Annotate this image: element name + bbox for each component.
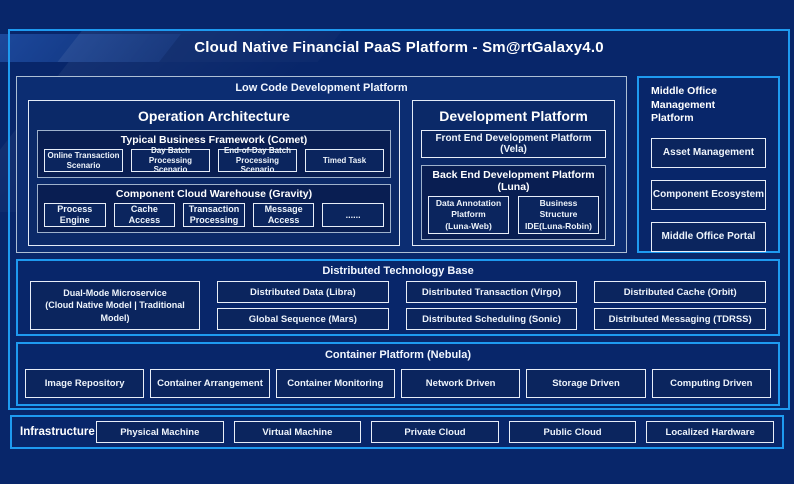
back-end-development-platform-group: Back End Development Platform (Luna) Dat…	[421, 165, 606, 240]
container-platform-label: Container Platform (Nebula)	[324, 349, 472, 361]
box-middle-office-portal: Middle Office Portal	[651, 221, 766, 252]
box-distributed-cache-orbit: Distributed Cache (Orbit)	[594, 281, 766, 303]
box-storage-driven: Storage Driven	[526, 369, 646, 398]
box-process-engine: Process Engine	[44, 203, 106, 227]
platform-frame: Cloud Native Financial PaaS Platform - S…	[8, 29, 790, 410]
box-online-transaction-scenario: Online Transaction Scenario	[44, 149, 123, 172]
box-message-access: Message Access	[252, 203, 315, 227]
box-distributed-scheduling-sonic: Distributed Scheduling (Sonic)	[405, 308, 578, 330]
distributed-items-grid: Distributed Data (Libra) Distributed Tra…	[217, 281, 766, 330]
box-ellipsis-more: ......	[322, 203, 384, 227]
typical-business-framework-group: Typical Business Framework (Comet) Onlin…	[37, 130, 391, 178]
box-transaction-processing: Transaction Processing	[183, 203, 245, 227]
distributed-technology-base-section: Distributed Technology Base Dual-Mode Mi…	[16, 259, 780, 336]
container-platform-section: Container Platform (Nebula) Image Reposi…	[16, 342, 780, 406]
development-platform-title: Development Platform	[439, 108, 588, 124]
middle-office-management-platform-section: Middle Office Management Platform Asset …	[637, 76, 780, 253]
framework-items: Online Transaction Scenario Day Batch Pr…	[44, 146, 384, 174]
box-component-ecosystem: Component Ecosystem	[651, 179, 766, 210]
box-timed-task: Timed Task	[305, 149, 384, 172]
box-business-structure-ide-luna-robin: Business Structure IDE(Luna-Robin)	[518, 196, 599, 234]
low-code-section-label: Low Code Development Platform	[235, 82, 408, 94]
box-distributed-messaging-tdrss: Distributed Messaging (TDRSS)	[594, 308, 766, 330]
box-image-repository: Image Repository	[25, 369, 145, 398]
box-front-end-development-platform-vela: Front End Development Platform (Vela)	[421, 130, 606, 158]
development-platform-panel: Development Platform Front End Developme…	[412, 100, 615, 246]
infrastructure-items: Physical Machine Virtual Machine Private…	[96, 421, 774, 443]
low-code-columns: Operation Architecture Typical Business …	[17, 94, 626, 246]
box-distributed-data-libra: Distributed Data (Libra)	[217, 281, 389, 303]
low-code-development-platform-section: Low Code Development Platform Operation …	[16, 76, 627, 253]
component-cloud-warehouse-label: Component Cloud Warehouse (Gravity)	[115, 188, 313, 200]
component-cloud-warehouse-group: Component Cloud Warehouse (Gravity) Proc…	[37, 184, 391, 233]
distributed-section-label: Distributed Technology Base	[322, 265, 474, 277]
box-container-monitoring: Container Monitoring	[275, 369, 395, 398]
back-end-development-platform-label: Back End Development Platform (Luna)	[432, 169, 595, 193]
box-global-sequence-mars: Global Sequence (Mars)	[217, 308, 389, 330]
distributed-body: Dual-Mode Microservice (Cloud Native Mod…	[18, 277, 778, 330]
operation-architecture-panel: Operation Architecture Typical Business …	[28, 100, 400, 246]
infrastructure-section: Infrastructure Physical Machine Virtual …	[10, 415, 784, 449]
box-cache-access: Cache Access	[113, 203, 176, 227]
box-private-cloud: Private Cloud	[371, 421, 499, 443]
box-physical-machine: Physical Machine	[96, 421, 224, 443]
page-title: Cloud Native Financial PaaS Platform - S…	[194, 39, 604, 56]
box-day-batch-processing-scenario: Day Batch Processing Scenario	[131, 146, 210, 174]
box-dual-mode-microservice: Dual-Mode Microservice (Cloud Native Mod…	[30, 281, 200, 330]
operation-architecture-title: Operation Architecture	[138, 108, 290, 124]
container-platform-items: Image Repository Container Arrangement C…	[18, 361, 778, 398]
box-container-arrangement: Container Arrangement	[150, 369, 270, 398]
box-public-cloud: Public Cloud	[508, 421, 637, 443]
middle-office-section-label: Middle Office Management Platform	[651, 85, 717, 125]
box-asset-management: Asset Management	[651, 137, 766, 168]
box-network-driven: Network Driven	[400, 369, 521, 398]
box-localized-hardware: Localized Hardware	[646, 421, 774, 443]
infrastructure-label: Infrastructure	[20, 426, 95, 438]
box-end-of-day-batch-processing-scenario: End-of-Day Batch Processing Scenario	[218, 146, 297, 174]
back-end-items: Data Annotation Platform (Luna-Web) Busi…	[428, 196, 599, 234]
box-virtual-machine: Virtual Machine	[233, 421, 362, 443]
box-data-annotation-platform-luna-web: Data Annotation Platform (Luna-Web)	[428, 196, 509, 234]
box-distributed-transaction-virgo: Distributed Transaction (Virgo)	[405, 281, 578, 303]
warehouse-items: Process Engine Cache Access Transaction …	[44, 203, 384, 227]
typical-business-framework-label: Typical Business Framework (Comet)	[120, 134, 308, 146]
box-computing-driven: Computing Driven	[651, 369, 771, 398]
